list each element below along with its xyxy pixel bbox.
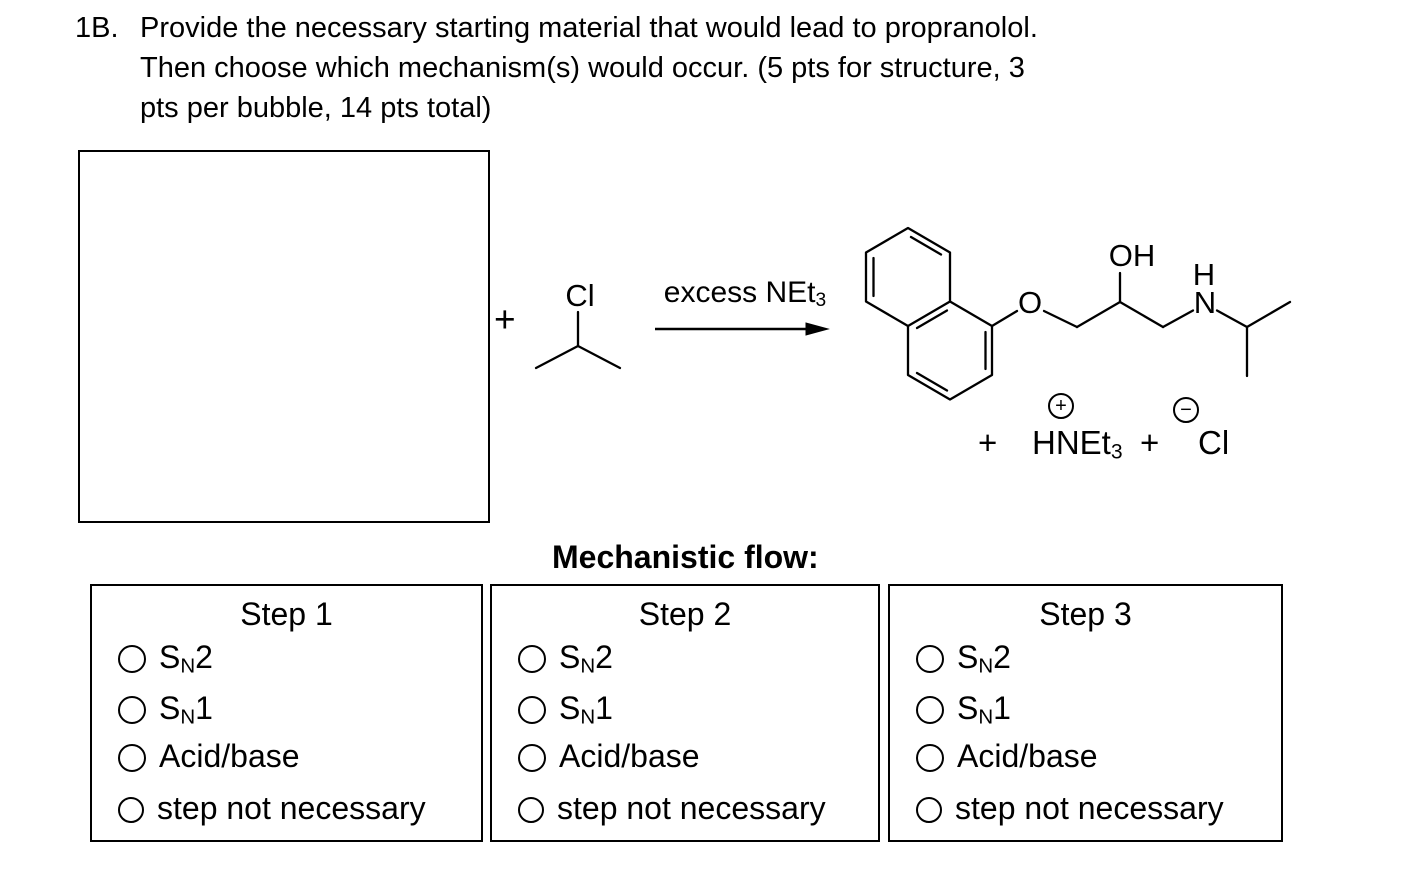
step2-radio-acid-base[interactable] (518, 744, 546, 772)
reaction-plus-sign: + (494, 299, 516, 340)
step3-option-sn2: SN2 (916, 637, 1011, 681)
step1-option-sn2: SN2 (118, 637, 213, 681)
step3-option-acid-base: Acid/base (916, 736, 1098, 780)
step1-title: Step 1 (240, 596, 333, 632)
amine-nitrogen-label: N (1194, 285, 1216, 320)
step3-radio-sn1[interactable] (916, 696, 944, 724)
question-line-2: Then choose which mechanism(s) would occ… (140, 52, 1025, 84)
step1-radio-sn1[interactable] (118, 696, 146, 724)
step1-option-acid-base: Acid/base (118, 736, 300, 780)
step2-radio-sn1[interactable] (518, 696, 546, 724)
propranolol-structure (864, 226, 1292, 401)
step3-radio-acid-base[interactable] (916, 744, 944, 772)
chloride-byproduct-label: Cl (1198, 424, 1230, 461)
negative-charge-icon: − (1173, 397, 1199, 423)
ammonium-subscript: 3 (1110, 440, 1123, 464)
step2-radio-not-necessary[interactable] (518, 797, 544, 823)
step3-option-not-necessary: step not necessary (916, 788, 1224, 832)
chlorine-label: Cl (565, 278, 594, 313)
reaction-arrow (655, 322, 830, 336)
question-text: Provide the necessary starting material … (140, 8, 1360, 128)
ammonium-byproduct: HNEt3 (1032, 424, 1123, 465)
conditions-subscript: 3 (815, 290, 827, 312)
isopropyl-chloride-structure (534, 310, 622, 370)
mechanistic-flow-heading: Mechanistic flow: (552, 539, 819, 575)
reaction-conditions: excess NEt3 (653, 276, 837, 312)
conditions-main: excess NEt (663, 276, 816, 309)
step2-option-acid-base: Acid/base (518, 736, 700, 780)
step1-box: Step 1 SN2 SN1 Acid/base step not necess… (90, 584, 483, 842)
amine-hydrogen-label: H (1193, 257, 1215, 292)
hydroxyl-label: OH (1109, 238, 1156, 273)
ammonium-main: HNEt (1032, 424, 1111, 461)
step2-option-sn2: SN2 (518, 637, 613, 681)
byproduct-plus-2: + (1140, 424, 1160, 461)
step1-radio-sn2[interactable] (118, 645, 146, 673)
step3-title: Step 3 (1039, 596, 1132, 632)
step3-radio-sn2[interactable] (916, 645, 944, 673)
step1-radio-acid-base[interactable] (118, 744, 146, 772)
step1-option-not-necessary: step not necessary (118, 788, 426, 832)
step2-title: Step 2 (638, 596, 732, 632)
step2-option-sn1: SN1 (518, 688, 613, 732)
positive-charge-icon: + (1048, 393, 1074, 419)
step1-option-sn1: SN1 (118, 688, 213, 732)
ether-oxygen-label: O (1018, 285, 1042, 320)
step3-radio-not-necessary[interactable] (916, 797, 942, 823)
step2-radio-sn2[interactable] (518, 645, 546, 673)
step2-box: Step 2 SN2 SN1 Acid/base step not necess… (490, 584, 880, 842)
question-line-1: Provide the necessary starting material … (140, 12, 1038, 44)
question-line-3: pts per bubble, 14 pts total) (140, 92, 492, 124)
answer-drawing-box[interactable] (78, 150, 490, 523)
step3-box: Step 3 SN2 SN1 Acid/base step not necess… (888, 584, 1283, 842)
step2-option-not-necessary: step not necessary (518, 788, 826, 832)
question-number: 1B. (75, 12, 119, 44)
step1-radio-not-necessary[interactable] (118, 797, 144, 823)
reaction-scheme-drawing: Cl O OH H (534, 226, 1292, 401)
step3-option-sn1: SN1 (916, 688, 1011, 732)
byproduct-plus-1: + (978, 424, 998, 461)
